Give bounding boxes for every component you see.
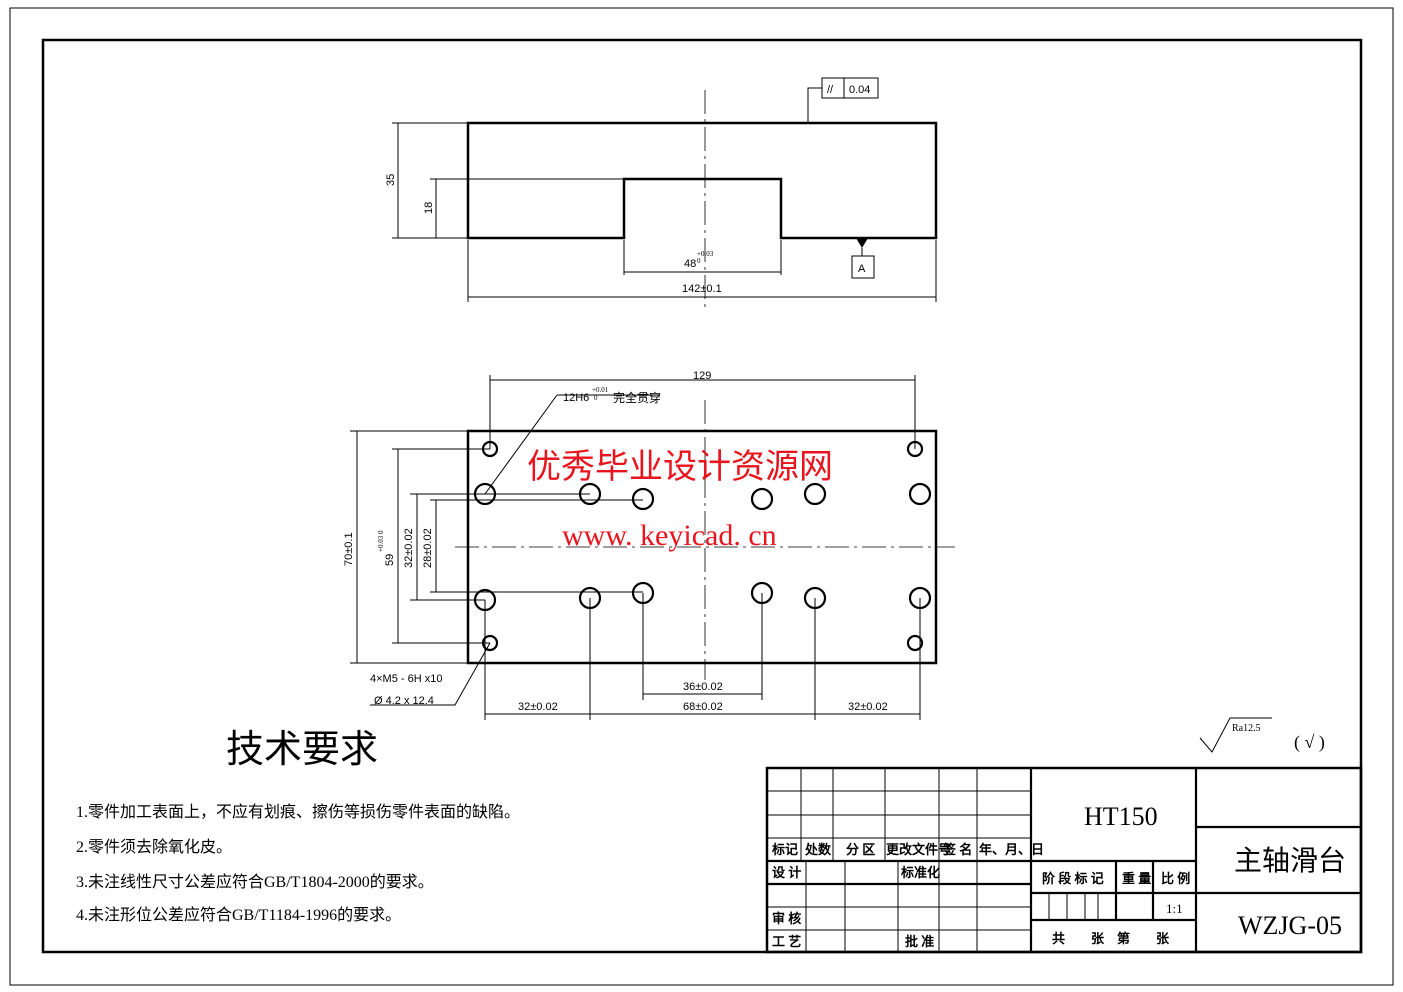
datum-box bbox=[851, 255, 875, 279]
watermark-url: www. keyicad. cn bbox=[562, 519, 777, 552]
requirement-item: 3.未注线性尺寸公差应符合GB/T1804-2000的要求。 bbox=[76, 872, 434, 891]
tb-design: 设 计 bbox=[772, 865, 801, 880]
dim-slot-depth: 18 bbox=[423, 202, 435, 214]
tb-process: 工 艺 bbox=[772, 934, 801, 949]
dim-slot-width: 48 bbox=[684, 258, 696, 270]
roughness-symbol: Ra12.5 ( √ ) bbox=[1199, 717, 1325, 753]
tb-part-name: 主轴滑台 bbox=[1234, 844, 1346, 877]
drawing-frame bbox=[41, 38, 1363, 954]
tb-stage: 阶 段 标 记 bbox=[1042, 871, 1104, 886]
dim-32-vertical: 32±0.02 bbox=[403, 528, 415, 568]
tb-standard: 标准化 bbox=[900, 865, 940, 880]
tb-weight: 重 量 bbox=[1122, 871, 1151, 886]
tb-review: 审 核 bbox=[772, 911, 801, 926]
hole-note: 12H6 bbox=[563, 392, 589, 404]
requirement-item: 4.未注形位公差应符合GB/T1184-1996的要求。 bbox=[76, 905, 401, 924]
datum-label: A bbox=[858, 263, 866, 275]
tol-lower: 0 bbox=[697, 257, 701, 265]
dim-height: 35 bbox=[385, 174, 397, 186]
tb-header: 更改文件号 bbox=[886, 842, 951, 857]
hole-tol-lower: 0 bbox=[594, 394, 598, 402]
sheet-border bbox=[9, 7, 1394, 986]
tb-header: 年、月、日 bbox=[979, 842, 1044, 857]
dim-length: 142±0.1 bbox=[682, 283, 722, 295]
requirements-title: 技术要求 bbox=[226, 727, 378, 771]
tb-header: 分 区 bbox=[846, 842, 875, 857]
hole-note-suffix: 完全贯穿 bbox=[613, 390, 661, 405]
roughness-value: Ra12.5 bbox=[1232, 723, 1261, 734]
dim-28: 28±0.02 bbox=[422, 528, 434, 568]
dim-32-right: 32±0.02 bbox=[848, 701, 888, 713]
title-block: 标记 处数 分 区 更改文件号 签 名 年、月、日 设 计 标准化 审 核 工 … bbox=[765, 766, 1363, 954]
tb-header: 签 名 bbox=[942, 842, 972, 857]
tb-scale: 1:1 bbox=[1166, 901, 1183, 916]
tb-approve: 批 准 bbox=[905, 934, 934, 949]
technical-requirements: 技术要求 1.零件加工表面上，不应有划痕、擦伤等损伤零件表面的缺陷。 2.零件须… bbox=[76, 727, 520, 924]
tb-scale-label: 比 例 bbox=[1161, 871, 1190, 886]
dim-59: 59 bbox=[384, 554, 396, 566]
dim-68: 68±0.02 bbox=[683, 701, 723, 713]
watermark-title: 优秀毕业设计资源网 bbox=[527, 447, 833, 487]
front-view: 35 18 48 +0.03 0 142±0.1 // 0.04 A bbox=[385, 77, 938, 310]
flatness-symbol: // bbox=[827, 84, 834, 96]
roughness-rest: ( √ ) bbox=[1294, 732, 1325, 753]
flatness-value: 0.04 bbox=[849, 84, 870, 96]
dim-32-left: 32±0.02 bbox=[518, 701, 558, 713]
dim-36: 36±0.02 bbox=[683, 681, 723, 693]
tb-sheets: 共 张 第 张 bbox=[1052, 931, 1170, 946]
tb-material: HT150 bbox=[1084, 802, 1158, 831]
thread-note: 4×M5 - 6H x10 bbox=[370, 673, 442, 685]
flatness-frame bbox=[821, 77, 879, 99]
dim-hole-span: 129 bbox=[693, 370, 711, 382]
top-view: 129 12H6 +0.01 0 完全贯穿 70±0.1 59 +0.03 0 … bbox=[343, 370, 955, 720]
tb-header: 处数 bbox=[804, 842, 832, 857]
dim-width: 70±0.1 bbox=[343, 532, 355, 566]
tb-drawing-no: WZJG-05 bbox=[1238, 911, 1342, 940]
drill-note: Ø 4.2 x 12.4 bbox=[374, 695, 434, 707]
tb-header: 标记 bbox=[771, 842, 798, 857]
requirement-item: 2.零件须去除氧化皮。 bbox=[76, 838, 232, 856]
hole-tol-upper: +0.01 bbox=[592, 386, 609, 394]
tol-upper: +0.03 bbox=[697, 250, 714, 258]
dim-59-tol: +0.03 0 bbox=[377, 530, 385, 552]
requirement-item: 1.零件加工表面上，不应有划痕、擦伤等损伤零件表面的缺陷。 bbox=[76, 802, 520, 821]
